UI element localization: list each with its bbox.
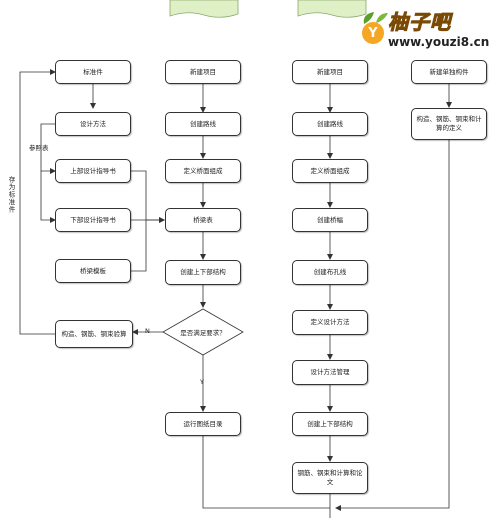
node-define-design-method: 定义设计方法 bbox=[292, 310, 368, 335]
node-right-create-route: 创建路线 bbox=[292, 112, 368, 136]
node-component-define: 构造、钢筋、钢束和计算的定义 bbox=[411, 108, 487, 140]
node-upper-guide: 上部设计指导书 bbox=[55, 159, 131, 183]
watermark-name: 柚子吧 bbox=[388, 10, 451, 35]
node-right-define-section: 定义桥面组成 bbox=[292, 159, 368, 183]
logo-icon: Y bbox=[362, 22, 384, 44]
decision-diamond: 是否满足要求？ bbox=[180, 329, 226, 337]
node-mid-create-route: 创建路线 bbox=[165, 112, 241, 136]
node-design-method-mgmt: 设计方法管理 bbox=[292, 360, 368, 385]
node-right-create-structure: 创建上下部结构 bbox=[292, 412, 368, 436]
node-bridge-table: 桥梁表 bbox=[165, 208, 241, 232]
watermark-url: www.youzi8.cn bbox=[388, 35, 490, 49]
node-mid-new-project: 新建项目 bbox=[165, 60, 241, 84]
node-run-drawing: 运行图纸目录 bbox=[165, 412, 241, 436]
node-mid-create-structure: 创建上下部结构 bbox=[165, 260, 241, 285]
node-create-pier-line: 创建布孔线 bbox=[292, 260, 368, 285]
node-lower-guide: 下部设计指导书 bbox=[55, 208, 131, 232]
node-create-span: 创建桥幅 bbox=[292, 208, 368, 232]
label-reference: 参照表 bbox=[29, 144, 49, 152]
top-tab-left bbox=[169, 0, 239, 18]
node-standard-part: 标准件 bbox=[55, 60, 131, 84]
node-check-box: 构造、钢筋、钢束验算 bbox=[55, 320, 133, 348]
node-new-component: 新建单独构件 bbox=[411, 60, 487, 84]
node-mid-define-section: 定义桥面组成 bbox=[165, 159, 241, 183]
node-bridge-template: 桥梁模板 bbox=[55, 259, 131, 283]
label-no: N bbox=[145, 327, 150, 335]
node-rebar-calc: 钢筋、钢束和计算和论文 bbox=[292, 462, 368, 494]
leaf-icon bbox=[363, 12, 388, 24]
label-save-as-standard: 存为标准件 bbox=[7, 176, 15, 214]
watermark: Y 柚子吧 www.youzi8.cn bbox=[358, 2, 500, 54]
label-yes: Y bbox=[200, 378, 204, 386]
node-design-method: 设计方法 bbox=[55, 112, 131, 136]
top-tab-right bbox=[297, 0, 367, 18]
node-right-new-project: 新建项目 bbox=[292, 60, 368, 84]
